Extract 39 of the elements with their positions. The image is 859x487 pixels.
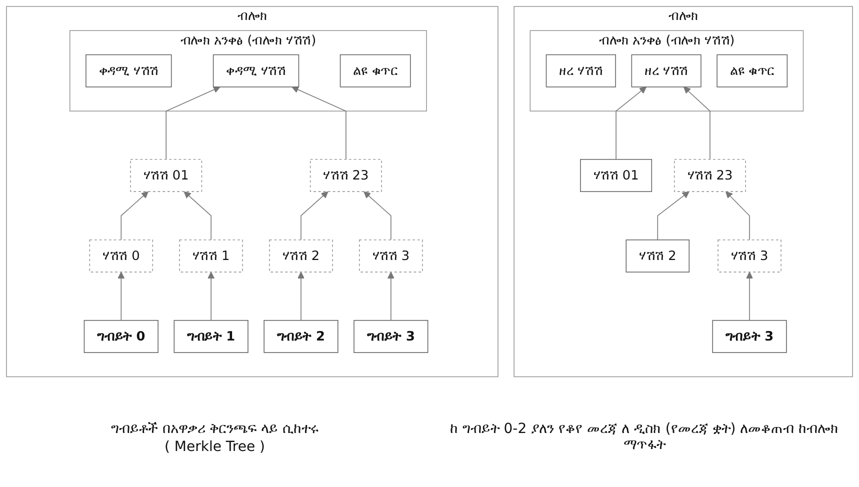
node-box: ሃሽሽ 01 xyxy=(580,158,652,192)
arrow xyxy=(364,191,392,240)
arrow xyxy=(120,191,148,240)
arrow xyxy=(387,272,394,321)
node-box: ግብይት 2 xyxy=(264,320,338,353)
node-box: ልዩ ቁጥር xyxy=(716,54,788,88)
node-box: ሃሽሽ 2 xyxy=(626,239,690,272)
arrow xyxy=(166,86,220,160)
arrow xyxy=(746,272,754,321)
node-box: ግብይት 3 xyxy=(354,320,428,353)
caption-text: ግብይቶች በአዋቃሪ ቅርንጫፍ ላይ ሲከተሩ xyxy=(110,421,319,437)
node-box: ሃሽሽ 01 xyxy=(130,158,202,192)
node-box: ልዩ ቁጥር xyxy=(340,54,411,88)
node-box: ሃሽሽ 0 xyxy=(89,239,154,272)
arrow xyxy=(184,191,212,240)
node-box: ዘረ ሃሽሽ xyxy=(546,54,616,88)
node-box: ሃሽሽ 2 xyxy=(269,239,333,272)
arrow xyxy=(292,86,346,160)
node-box: ሃሽሽ 3 xyxy=(718,239,782,272)
arrow xyxy=(725,191,750,240)
node-box: ግብይት 3 xyxy=(712,320,787,353)
arrow xyxy=(657,191,690,240)
arrow xyxy=(118,272,125,321)
node-box: ቀዳሚ ሃሽሽ xyxy=(86,54,172,88)
caption-text: ( Merkle Tree ) xyxy=(164,439,265,455)
arrow xyxy=(297,272,305,321)
arrow xyxy=(683,86,710,160)
node-box: ቀዳሚ ሃሽሽ xyxy=(212,54,300,88)
node-box: ግብይት 1 xyxy=(174,320,248,353)
node-box: ሃሽሽ 23 xyxy=(674,158,746,192)
node-box: ሃሽሽ 23 xyxy=(310,158,382,192)
node-box: ሃሽሽ 3 xyxy=(359,239,423,272)
caption-text: ከ ግብይት 0-2 ያለን የቆየ መረጃ ለ ዲስክ (የመረጃ ቋት) ለመቆጠብ ከብሎክ ማጥፋት xyxy=(448,421,840,453)
node-box: ሃሽሽ 1 xyxy=(179,239,243,272)
node-box: ዘረ ሃሽሽ xyxy=(631,54,702,88)
arrow xyxy=(616,86,647,160)
arrow xyxy=(300,191,328,240)
node-box: ግብይት 0 xyxy=(84,320,158,353)
arrow xyxy=(208,272,215,321)
